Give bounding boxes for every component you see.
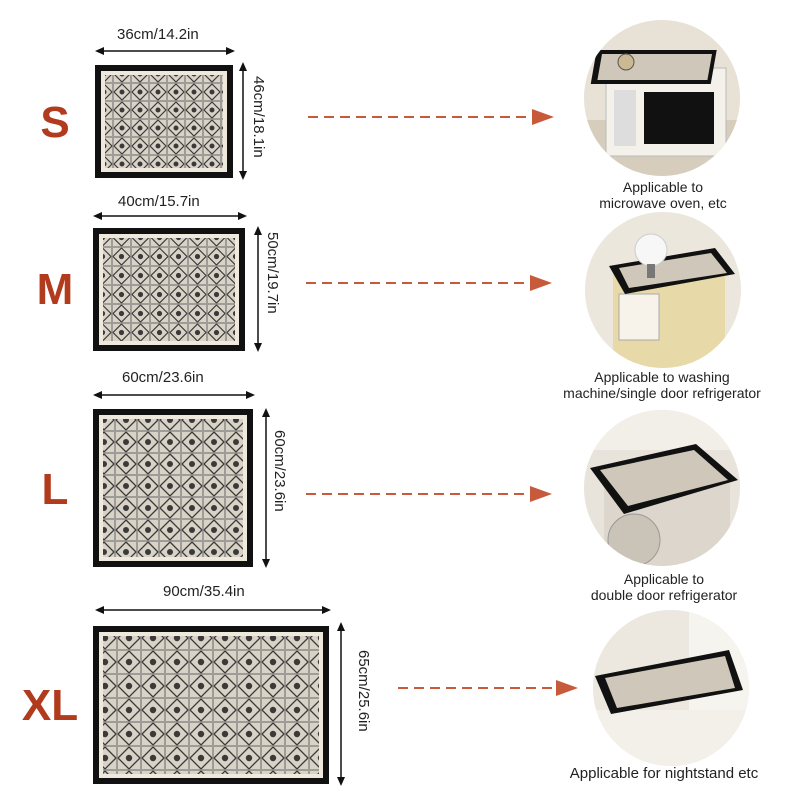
size-label-l: L [41,465,69,514]
refrigerator-illustration [584,410,740,566]
photo-microwave [584,20,740,176]
width-label-l: 60cm/23.6in [122,369,204,386]
nightstand-illustration [593,610,749,766]
caption-xl: Applicable for nightstand etc [546,766,782,782]
caption-s-line2: microwave oven, etc [599,195,727,211]
caption-m-line1: Applicable to washing [594,369,730,385]
mat-l [93,409,253,567]
width-arrow-m [93,212,247,220]
width-label-xl: 90cm/35.4in [163,583,245,600]
caption-s: Applicable to microwave oven, etc [565,179,761,211]
arrow-s [308,109,554,125]
arrow-xl [398,680,578,696]
caption-m: Applicable to washing machine/single doo… [526,369,798,401]
size-label-s: S [40,98,70,147]
caption-l-line1: Applicable to [623,571,705,587]
height-label-xl: 65cm/25.6in [355,650,372,732]
size-label-xl: XL [21,681,79,730]
microwave-illustration [584,20,740,176]
height-arrow-m [254,226,262,352]
caption-s-line1: Applicable to [622,179,704,195]
height-label-m: 50cm/19.7in [264,232,281,314]
caption-m-line2: machine/single door refrigerator [563,385,761,401]
caption-l: Applicable to double door refrigerator [562,571,766,603]
height-arrow-s [239,62,247,180]
mat-s [95,65,233,178]
washing-machine-illustration [585,212,741,368]
height-arrow-xl [337,622,345,786]
width-label-m: 40cm/15.7in [118,193,200,210]
photo-washing-machine [585,212,741,368]
photo-refrigerator [584,410,740,566]
size-label-m: M [36,265,74,314]
height-label-s: 46cm/18.1in [250,76,267,158]
width-label-s: 36cm/14.2in [117,26,199,43]
arrow-l [306,486,552,502]
caption-l-line2: double door refrigerator [590,587,738,603]
arrow-m [306,275,552,291]
width-arrow-xl [95,606,331,614]
caption-xl-line1: Applicable for nightstand etc [569,765,759,782]
height-label-l: 60cm/23.6in [271,430,288,512]
mat-xl [93,626,329,784]
width-arrow-s [95,47,235,55]
mat-m [93,228,245,351]
height-arrow-l [262,408,270,568]
photo-nightstand [593,610,749,766]
width-arrow-l [93,391,255,399]
